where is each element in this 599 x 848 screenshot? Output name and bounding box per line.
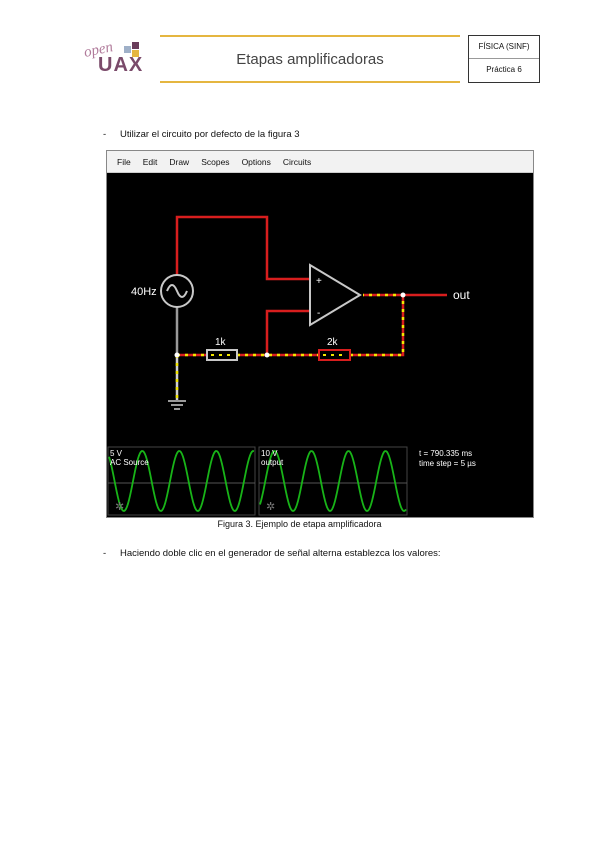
node-dot bbox=[264, 352, 270, 358]
figure-caption: Figura 3. Ejemplo de etapa amplificadora bbox=[217, 519, 382, 529]
logo-square-icon bbox=[124, 46, 131, 53]
simulator-screenshot: File Edit Draw Scopes Options Circuits bbox=[106, 150, 534, 518]
scope-2-gear-icon[interactable]: ✲ bbox=[266, 500, 275, 513]
opamp-minus: - bbox=[317, 308, 320, 319]
resistor-1k-label: 1k bbox=[215, 337, 227, 348]
wire-inverting bbox=[265, 309, 310, 355]
wire-feedback bbox=[177, 293, 405, 357]
source-label: 40Hz bbox=[131, 286, 157, 298]
bullet-dash: - bbox=[103, 548, 107, 559]
subject-box: FÍSICA (SINF) Práctica 6 bbox=[468, 35, 540, 83]
scope-2-name: output bbox=[261, 458, 284, 467]
bullet-text-1: Utilizar el circuito por defecto de la f… bbox=[120, 129, 300, 140]
bullet-dash: - bbox=[103, 129, 107, 140]
scope-1-wave bbox=[108, 450, 255, 512]
current-feedback bbox=[177, 293, 405, 357]
uax-logo: open UAX bbox=[83, 39, 144, 80]
menu-edit[interactable]: Edit bbox=[142, 156, 158, 167]
simulator-menubar: File Edit Draw Scopes Options Circuits bbox=[107, 151, 533, 173]
scope-2-value: 10 V bbox=[261, 449, 278, 458]
timestep-readout: time step = 5 µs bbox=[419, 459, 476, 468]
menu-file[interactable]: File bbox=[117, 156, 131, 167]
resistor-2k-label: 2k bbox=[327, 337, 339, 348]
circuit-canvas: 40Hz + - 1k 2k out 5 V AC Source ✲ 10 V … bbox=[107, 215, 476, 516]
scope-1-gear-icon[interactable]: ✲ bbox=[115, 500, 124, 513]
logo-square-icon bbox=[132, 50, 139, 57]
logo-square-icon bbox=[132, 42, 139, 49]
subject-label: FÍSICA (SINF) bbox=[478, 42, 530, 51]
menu-scopes[interactable]: Scopes bbox=[201, 156, 230, 167]
resistor-1k[interactable] bbox=[206, 349, 238, 361]
subject-divider bbox=[469, 58, 539, 59]
node-dot bbox=[400, 292, 406, 298]
scope-output[interactable] bbox=[258, 446, 408, 516]
scope-1-name: AC Source bbox=[110, 458, 149, 467]
scope-1-value: 5 V bbox=[110, 449, 123, 458]
time-readout: t = 790.335 ms bbox=[419, 449, 472, 458]
document-title-box: Etapas amplificadoras bbox=[160, 35, 460, 83]
practice-label: Práctica 6 bbox=[486, 65, 522, 74]
ground-icon bbox=[168, 400, 186, 410]
menu-draw[interactable]: Draw bbox=[169, 156, 190, 167]
scope-2-wave bbox=[259, 450, 407, 512]
menu-options[interactable]: Options bbox=[241, 156, 271, 167]
logo-uax-text: UAX bbox=[98, 54, 144, 76]
bullet-text-2: Haciendo doble clic en el generador de s… bbox=[120, 548, 441, 559]
resistor-2k[interactable] bbox=[318, 349, 351, 361]
menu-circuits[interactable]: Circuits bbox=[282, 156, 312, 167]
output-label: out bbox=[453, 288, 470, 302]
opamp-plus: + bbox=[316, 276, 322, 287]
ac-source-icon[interactable] bbox=[160, 274, 194, 308]
opamp-icon[interactable] bbox=[309, 263, 362, 327]
node-dot bbox=[174, 352, 180, 358]
document-title: Etapas amplificadoras bbox=[236, 50, 384, 68]
wire-noninverting bbox=[175, 215, 310, 281]
scope-ac-source[interactable] bbox=[107, 446, 256, 516]
